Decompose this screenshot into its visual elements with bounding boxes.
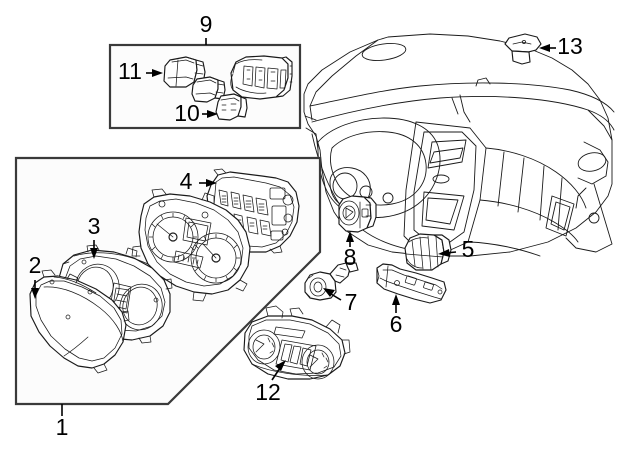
callout-leader-4	[199, 179, 217, 187]
instrument-cluster-assembly	[131, 188, 251, 302]
callout-label-3: 3	[88, 213, 101, 239]
instrument-panel-dashboard	[303, 33, 615, 257]
callout-label-6: 6	[390, 311, 403, 337]
small-rocker-switch	[215, 93, 248, 121]
callout-label-5: 5	[462, 236, 475, 262]
callout-leader-5	[438, 249, 457, 257]
callout-label-4: 4	[180, 168, 193, 194]
callout-leader-10	[202, 110, 218, 118]
callout-leader-13	[539, 44, 556, 52]
callout-label-9: 9	[200, 11, 213, 37]
switch-mounting-bezel	[376, 263, 447, 304]
cluster-lens-cover	[29, 269, 130, 374]
callout-leader-6	[392, 294, 400, 313]
multi-gang-switch-panel	[230, 55, 293, 100]
auxiliary-switch-center	[191, 76, 226, 103]
callout-leader-3	[90, 240, 98, 259]
callout-leader-12	[271, 360, 286, 381]
callout-label-1: 1	[56, 414, 69, 440]
callout-label-10: 10	[174, 100, 200, 126]
callout-label-7: 7	[345, 289, 358, 315]
callout-label-13: 13	[557, 33, 583, 59]
callout-label-12: 12	[255, 379, 281, 405]
callout-label-2: 2	[29, 252, 42, 278]
ignition-switch-housing	[338, 195, 377, 233]
callout-label-8: 8	[344, 244, 357, 270]
callout-label-11: 11	[118, 58, 142, 84]
callout-leader-11	[146, 69, 163, 77]
callout-leader-2	[31, 280, 39, 299]
heater-air-conditioning-control	[243, 305, 351, 380]
instrument-panel-cap-plug	[504, 33, 542, 65]
callout-leader-7	[323, 288, 342, 301]
callout-leader-8	[346, 231, 354, 247]
